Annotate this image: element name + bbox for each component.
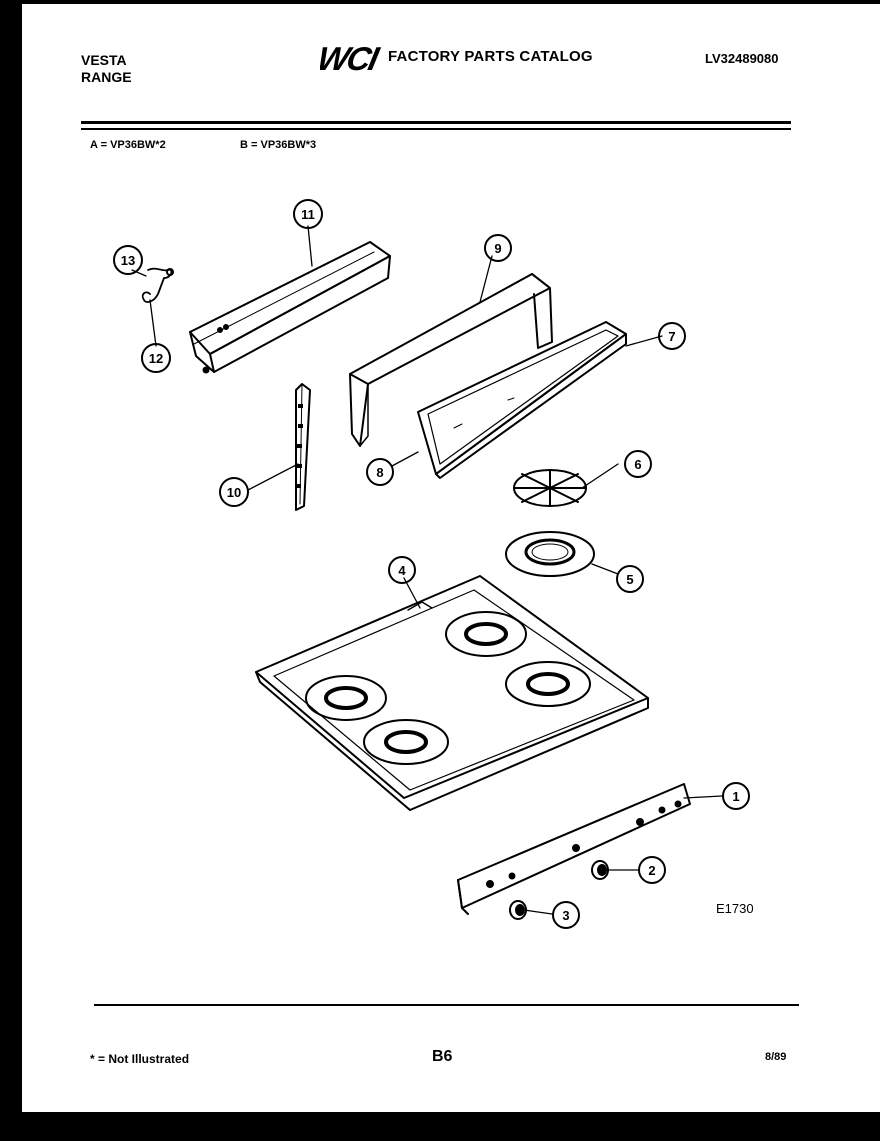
callout-5: 5 bbox=[616, 565, 644, 593]
exploded-parts-diagram: 1 2 3 4 5 6 7 8 bbox=[113, 199, 750, 929]
callout-9: 9 bbox=[484, 234, 512, 262]
callout-8: 8 bbox=[366, 458, 394, 486]
callout-4: 4 bbox=[388, 556, 416, 584]
svg-text:1: 1 bbox=[732, 789, 739, 804]
callout-2: 2 bbox=[638, 856, 666, 884]
svg-text:4: 4 bbox=[398, 563, 406, 578]
part-1-control-panel bbox=[457, 783, 691, 915]
part-10-side-bracket bbox=[295, 383, 311, 511]
date-code: 8/89 bbox=[765, 1051, 787, 1063]
svg-text:12: 12 bbox=[149, 351, 163, 366]
callout-7: 7 bbox=[658, 322, 686, 350]
catalog-page: VESTA RANGE WCI FACTORY PARTS CATALOG LV… bbox=[22, 4, 880, 1112]
figure-code: E1730 bbox=[716, 901, 754, 916]
svg-text:7: 7 bbox=[668, 329, 675, 344]
footer-rule bbox=[94, 1004, 799, 1006]
catalog-number: LV32489080 bbox=[705, 51, 779, 66]
callout-11: 11 bbox=[293, 199, 323, 229]
svg-text:2: 2 bbox=[648, 863, 655, 878]
part-5-burner-bowl bbox=[505, 531, 595, 577]
svg-text:8: 8 bbox=[376, 465, 383, 480]
svg-text:6: 6 bbox=[634, 457, 641, 472]
svg-text:5: 5 bbox=[626, 572, 633, 587]
part-7-glass-panel bbox=[417, 321, 627, 479]
svg-text:13: 13 bbox=[121, 253, 135, 268]
brand-name: VESTA bbox=[81, 52, 127, 68]
leader-lines bbox=[131, 225, 723, 915]
callout-6: 6 bbox=[624, 450, 652, 478]
model-b-label: B = VP36BW*3 bbox=[240, 139, 317, 151]
header-rule bbox=[81, 121, 791, 124]
header-rule-thin bbox=[81, 128, 791, 130]
callout-3: 3 bbox=[552, 901, 580, 929]
callout-13: 13 bbox=[113, 245, 143, 275]
part-2-knob bbox=[591, 860, 609, 880]
catalog-title: FACTORY PARTS CATALOG bbox=[388, 48, 593, 65]
part-6-grate bbox=[513, 469, 587, 507]
svg-text:9: 9 bbox=[494, 241, 501, 256]
page-code: B6 bbox=[432, 1048, 453, 1065]
part-9-frame bbox=[349, 273, 553, 447]
svg-text:10: 10 bbox=[227, 485, 241, 500]
part-13-wire bbox=[141, 267, 174, 303]
product-type: RANGE bbox=[81, 69, 132, 85]
part-4-cooktop bbox=[255, 575, 649, 811]
wci-logo: WCI bbox=[320, 41, 382, 74]
part-11-back-trim bbox=[189, 241, 391, 374]
model-a-label: A = VP36BW*2 bbox=[90, 139, 166, 151]
svg-text:3: 3 bbox=[562, 908, 569, 923]
callout-10: 10 bbox=[219, 477, 249, 507]
callout-12: 12 bbox=[141, 343, 171, 373]
callout-1: 1 bbox=[722, 782, 750, 810]
svg-text:11: 11 bbox=[301, 207, 315, 222]
brand-block: VESTA RANGE bbox=[81, 52, 132, 86]
svg-text:WCI: WCI bbox=[320, 41, 382, 74]
not-illustrated-note: * = Not Illustrated bbox=[90, 1052, 190, 1066]
